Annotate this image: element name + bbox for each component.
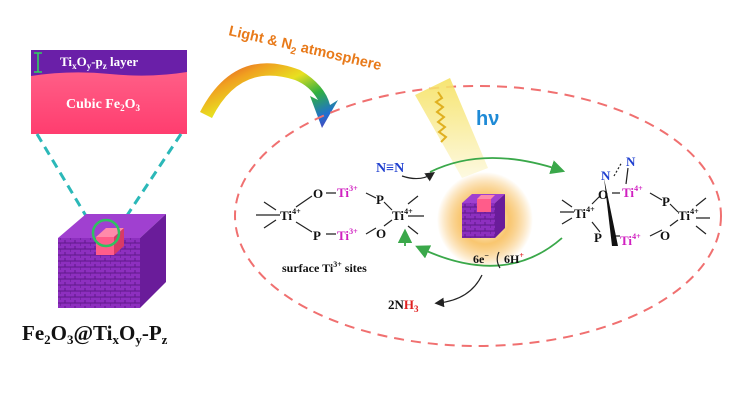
reaction-ellipse — [234, 85, 722, 347]
large-cube-particle — [58, 214, 166, 308]
small-cube-core — [477, 199, 491, 212]
cube-top-face — [58, 214, 166, 238]
right-top-chain — [612, 192, 663, 201]
nh3-label: 2NH3 — [388, 297, 419, 314]
right-o-bot: O — [660, 228, 670, 243]
n2-input-arrow — [401, 172, 435, 182]
right-ti-a-ring-bonds — [591, 195, 601, 233]
particle-formula-label: Fe2O3@TixOy-Pz — [22, 321, 168, 347]
zoom-circle — [91, 218, 121, 248]
right-wedge-bond — [604, 178, 618, 246]
electron-arrow-curve — [496, 251, 501, 269]
right-complex — [560, 161, 710, 237]
protons-label: 6H+ — [504, 251, 524, 266]
left-complex — [256, 192, 424, 235]
left-ti3-top: Ti3+ — [337, 184, 358, 200]
right-ti4-top: Ti4+ — [622, 184, 643, 200]
rainbow-arrow — [200, 63, 338, 128]
left-ti-b: Ti4+ — [392, 207, 413, 223]
right-n-n-bond — [613, 161, 623, 177]
left-ti-b-ring-bonds — [383, 201, 393, 227]
left-o-bot: O — [376, 226, 386, 241]
light-beam — [415, 78, 488, 178]
left-bottom-chain — [326, 227, 377, 235]
core-side — [114, 228, 124, 255]
right-complex-labels: N N Ti4+ O Ti4+ P Ti4+ P Ti4+ O — [574, 154, 699, 248]
left-complex-labels: Ti4+ O Ti3+ P Ti4+ P Ti3+ O — [280, 184, 413, 243]
core-top — [96, 228, 124, 237]
right-p-bot: P — [594, 230, 602, 245]
right-n-ti-bond — [625, 167, 629, 185]
right-n-top: N — [626, 154, 636, 169]
right-n-left: N — [601, 168, 611, 183]
right-ti-b: Ti4+ — [678, 207, 699, 223]
left-p-top: P — [376, 192, 384, 207]
zoom-line-right — [118, 133, 183, 227]
small-cube-core-top — [477, 195, 495, 199]
right-ti-a-bonds — [560, 199, 574, 225]
layer-region — [31, 50, 187, 76]
core-label: Cubic Fe2O3 — [66, 97, 140, 113]
surface-sites-label: surface Ti3+ sites — [282, 260, 367, 275]
cube-side-face — [140, 214, 166, 308]
left-ti-a: Ti4+ — [280, 207, 301, 223]
right-ti-b-bonds — [695, 197, 710, 235]
nh3-output-arrow — [434, 274, 483, 308]
left-top-chain — [326, 192, 377, 199]
small-cube-side — [495, 194, 505, 238]
left-ti-a-ring-bonds — [295, 195, 313, 233]
right-ti4-bot: Ti4+ — [620, 232, 641, 248]
left-ti-a-bonds — [256, 201, 280, 229]
center-particle — [437, 172, 533, 268]
layer-label: TixOy-pz layer — [60, 54, 138, 71]
right-o-top: O — [598, 187, 608, 202]
left-ti3-bot: Ti3+ — [337, 227, 358, 243]
hv-label: hν — [476, 108, 499, 130]
left-o-top: O — [313, 186, 323, 201]
left-p-bot: P — [313, 228, 321, 243]
electrons-label: 6e− — [473, 251, 489, 266]
zoom-line-left — [35, 133, 94, 227]
right-ti-b-ring-bonds — [669, 203, 679, 227]
cycle-arrow-top — [429, 157, 566, 174]
thickness-bracket — [34, 52, 42, 73]
photon-wave — [434, 91, 448, 143]
left-ti-b-bonds — [407, 195, 424, 235]
rainbow-arrow-body — [200, 63, 338, 128]
n2-label: N≡N — [376, 161, 404, 176]
right-ti-a: Ti4+ — [574, 205, 595, 221]
right-p-top: P — [662, 194, 670, 209]
inset-image: TixOy-pz layer Cubic Fe2O3 — [31, 50, 187, 134]
